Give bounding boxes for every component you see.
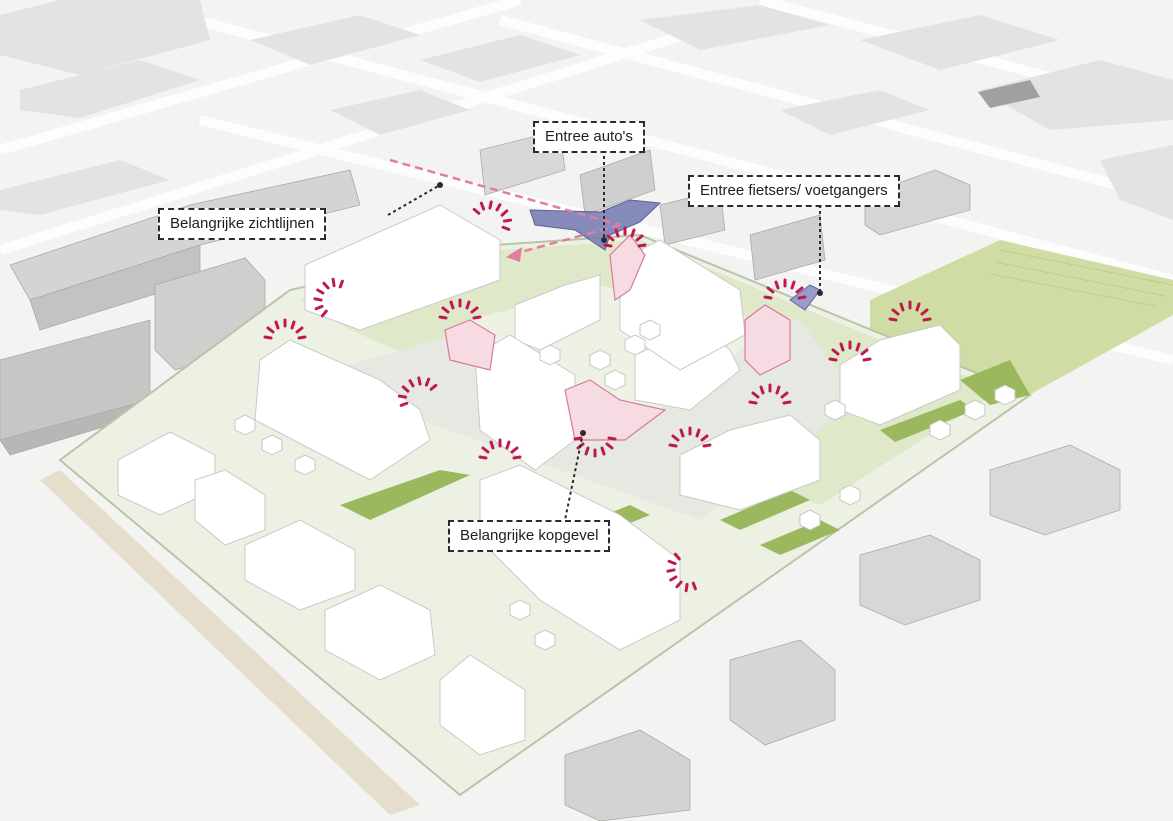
label-kopgevel: Belangrijke kopgevel bbox=[448, 520, 611, 552]
sightlines bbox=[389, 158, 621, 257]
leader-dots bbox=[437, 182, 823, 436]
context-buildings bbox=[0, 129, 1121, 821]
context-blocks bbox=[0, 0, 1173, 220]
label-zichtlijnen: Belangrijke zichtlijnen bbox=[158, 208, 327, 240]
field-pattern bbox=[989, 249, 1173, 307]
sightline-arrow bbox=[506, 247, 522, 262]
label-entree-autos: Entree auto's bbox=[533, 121, 645, 153]
white-buildings bbox=[117, 204, 961, 756]
dark-block bbox=[978, 80, 1040, 108]
label-entree-fietsers: Entree fietsers/ voetgangers bbox=[688, 175, 900, 207]
bike-path bbox=[40, 470, 420, 815]
leader-lines bbox=[387, 150, 821, 521]
pink-buildings bbox=[444, 234, 791, 441]
small-units bbox=[234, 319, 1016, 651]
